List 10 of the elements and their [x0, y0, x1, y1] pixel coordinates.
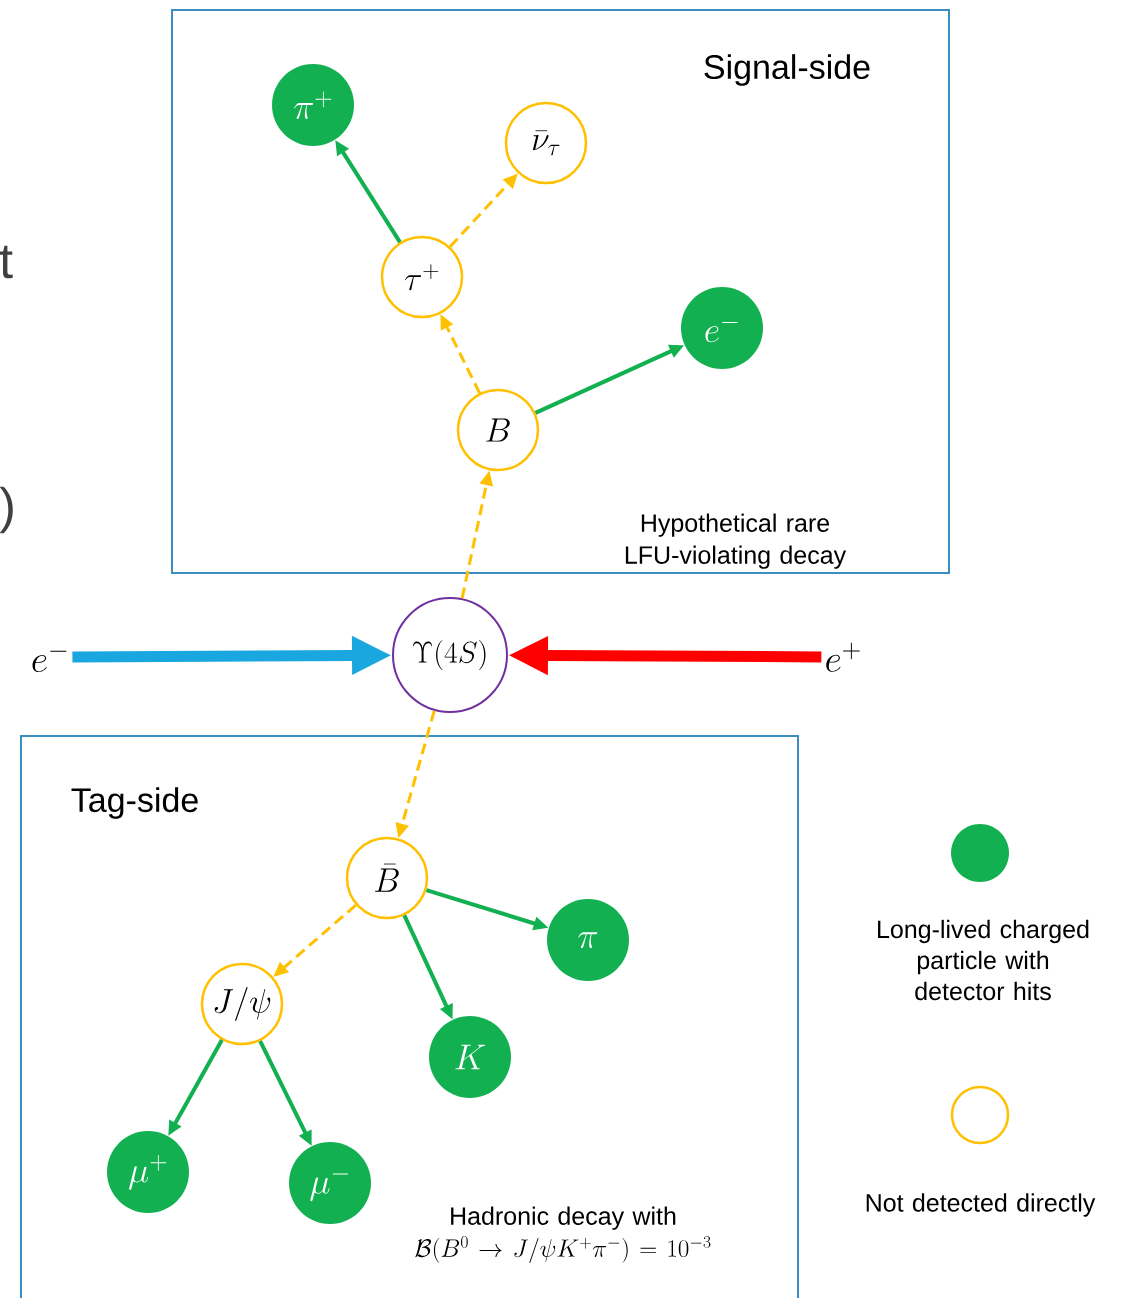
panel-title: Signal-side: [704, 54, 870, 86]
panel-caption: Hadronic decay with $\mathcal{B}(B^{0}\to J/\psi K^{+}\pi^{-}) = 10^{-3}$: [415, 1206, 711, 1263]
legend-text: Long-lived charged particle with detector hits: [878, 919, 1089, 1001]
particle-label: $e^{+}$: [826, 642, 860, 672]
panel-caption: Hypothetical rare LFU-violating decay: [625, 513, 847, 569]
text-fragment: ): [0, 486, 13, 534]
particle-label: $e^{-}$: [32, 650, 67, 673]
text-fragment: t: [0, 245, 13, 279]
panel-title: Tag-side: [71, 787, 198, 819]
legend-text: Not detected directly: [866, 1193, 1096, 1217]
